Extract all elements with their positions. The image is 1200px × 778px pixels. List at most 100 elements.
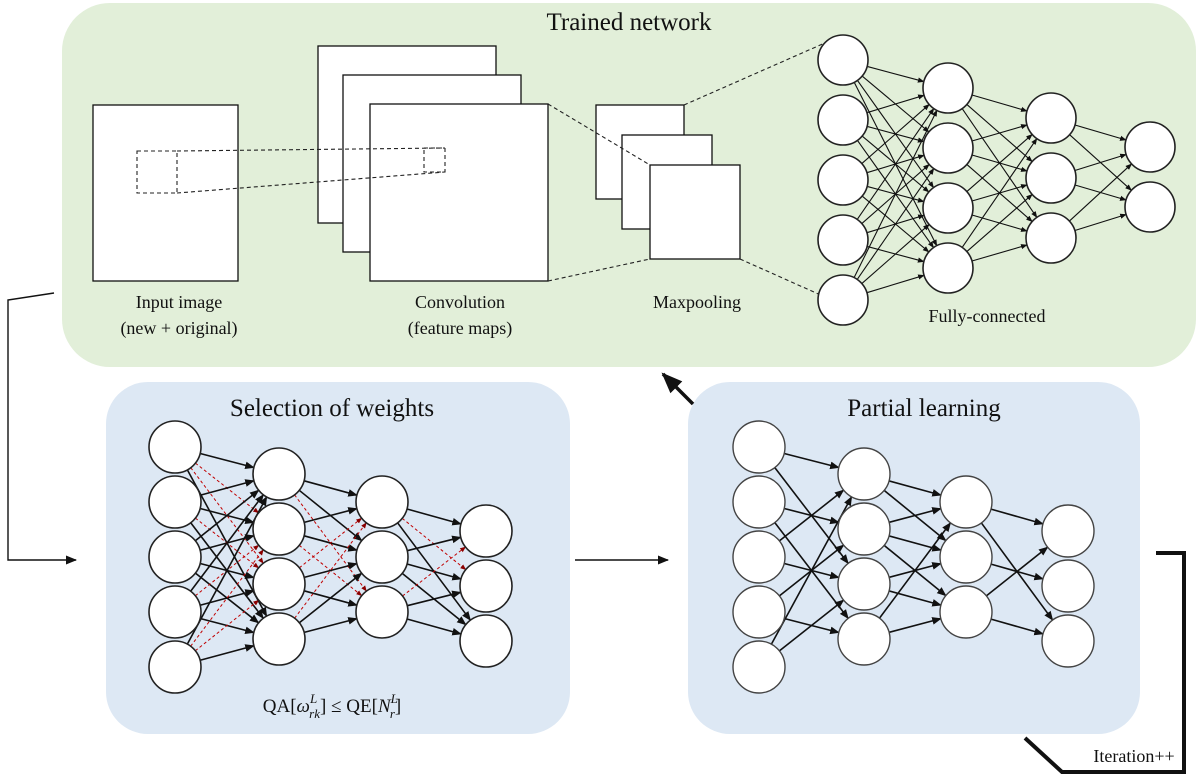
neuron-node (148, 420, 202, 474)
input-image-caption-sub: (new + original) (120, 318, 237, 339)
connection-edge (783, 452, 840, 470)
neuron-node (148, 530, 202, 584)
connection-edge (1069, 163, 1133, 222)
neuron-node (732, 420, 786, 474)
neuron-node (1124, 181, 1176, 233)
neuron-node (1025, 92, 1077, 144)
partial-learning-title: Partial learning (847, 395, 1001, 422)
node-group (817, 34, 1176, 326)
flow-learning-to-trained (661, 372, 695, 406)
connection-edge (856, 168, 935, 280)
connection-edge (407, 590, 462, 607)
neuron-node (732, 585, 786, 639)
connection-edge (298, 572, 363, 624)
connection-edge (866, 94, 925, 114)
connection-edge (971, 244, 1028, 262)
neuron-node (252, 557, 306, 611)
fully-connected-caption: Fully-connected (929, 306, 1046, 326)
connection-edge (190, 467, 264, 564)
connection-edge (407, 535, 462, 552)
neuron-node (922, 182, 974, 234)
connection-edge (303, 617, 358, 634)
neuron-node (837, 502, 891, 556)
neuron-node (837, 612, 891, 666)
neuron-node (252, 612, 306, 666)
partial-learning-network (732, 420, 1095, 694)
node-group (148, 420, 513, 694)
connection-edge (199, 479, 255, 497)
maxpooling-caption: Maxpooling (653, 292, 741, 312)
neuron-node (817, 274, 869, 326)
neuron-node (1041, 559, 1095, 613)
connection-edge (971, 94, 1028, 112)
connection-edge (299, 517, 363, 569)
connection-edge (966, 134, 1033, 192)
neuron-node (922, 62, 974, 114)
connection-edge (195, 599, 260, 652)
neuron-node (817, 154, 869, 206)
convolution-caption-sub: (feature maps) (408, 318, 512, 339)
connection-edge (961, 138, 1038, 248)
connection-edge (294, 522, 367, 619)
node-group (732, 420, 1095, 694)
connection-edge (861, 104, 930, 164)
neuron-node (939, 530, 993, 584)
fully-connected-network (817, 34, 1176, 326)
edge-group (853, 65, 1133, 294)
connection-edge (406, 618, 462, 636)
neuron-node (459, 559, 513, 613)
selection-of-weights-background (106, 382, 570, 734)
neuron-node (459, 504, 513, 558)
neuron-node (148, 585, 202, 639)
connection-edge (1074, 153, 1127, 172)
connection-edge (1074, 124, 1127, 141)
connection-edge (856, 108, 935, 220)
connection-edge (853, 109, 938, 278)
connection-edge (971, 124, 1028, 142)
neuron-node (355, 475, 409, 529)
connection-edge (888, 480, 942, 497)
connection-edge (199, 452, 255, 470)
partial-learning-panel: Partial learning (688, 382, 1140, 734)
neuron-node (355, 530, 409, 584)
connection-edge (303, 480, 358, 497)
connection-edge (194, 489, 260, 542)
neuron-node (1041, 504, 1095, 558)
partial-learning-background (688, 382, 1140, 734)
neuron-node (148, 475, 202, 529)
neuron-node (732, 640, 786, 694)
connection-edge (303, 562, 358, 579)
trained-network-panel: Trained network Input image (new + origi… (62, 3, 1196, 367)
connection-edge (406, 508, 462, 526)
neuron-node (817, 34, 869, 86)
input-image (92, 104, 239, 282)
selection-of-weights-title: Selection of weights (230, 395, 434, 422)
neuron-node (922, 122, 974, 174)
flow-trained-to-selection (7, 292, 78, 565)
connection-edge (888, 507, 942, 524)
neuron-node (732, 530, 786, 584)
neuron-node (1025, 152, 1077, 204)
connection-edge (303, 507, 358, 524)
neuron-node (148, 640, 202, 694)
neuron-node (817, 214, 869, 266)
connection-edge (861, 224, 930, 284)
connection-edge (770, 495, 853, 645)
edge-group (770, 452, 1054, 652)
neuron-node (1124, 121, 1176, 173)
neuron-node (459, 614, 513, 668)
iteration-label: Iteration++ (1093, 746, 1174, 766)
neuron-node (817, 94, 869, 146)
iteration-loop (1023, 551, 1186, 774)
connection-edge (402, 546, 466, 597)
neuron-node (922, 242, 974, 294)
connection-edge (888, 617, 942, 634)
neuron-node (732, 475, 786, 529)
neuron-node (252, 447, 306, 501)
maxpooling-maps (595, 104, 741, 260)
connection-edge (966, 194, 1033, 252)
convolution-feature-maps (317, 45, 549, 282)
neuron-node (1025, 212, 1077, 264)
